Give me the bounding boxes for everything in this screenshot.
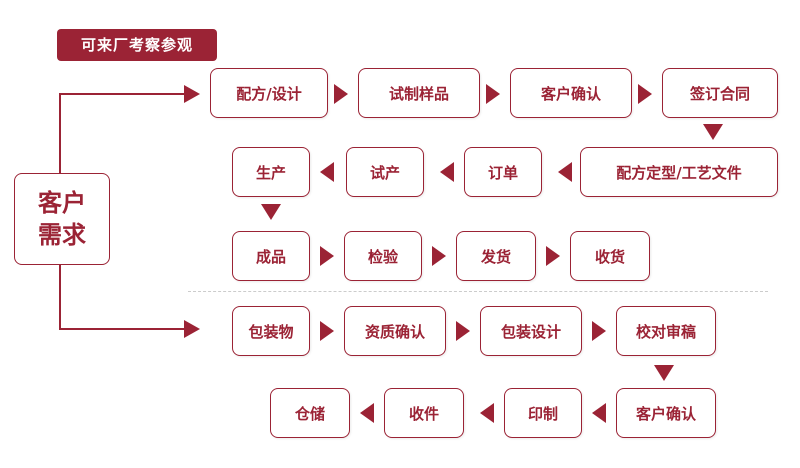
section-separator: [188, 291, 768, 292]
arrow-down-icon: [703, 124, 723, 140]
step-receive-items: 收件: [384, 388, 464, 438]
arrow-left-icon: [480, 403, 494, 423]
arrow-down-icon: [654, 365, 674, 381]
customer-demand-line2: 需求: [38, 221, 86, 249]
arrow-left-icon: [360, 403, 374, 423]
step-customer-confirm: 客户确认: [510, 68, 632, 118]
step-production: 生产: [232, 147, 310, 197]
step-receiving: 收货: [570, 231, 650, 281]
step-printing: 印制: [504, 388, 582, 438]
step-sign-contract: 签订合同: [662, 68, 778, 118]
step-shipping: 发货: [456, 231, 536, 281]
arrow-left-icon: [440, 162, 454, 182]
connector-bottom-branch: [59, 265, 186, 330]
arrow-right-icon: [486, 84, 500, 104]
arrow-right-icon: [638, 84, 652, 104]
arrow-right-icon: [546, 246, 560, 266]
connector-top-branch: [59, 93, 186, 173]
step-inspection: 检验: [344, 231, 422, 281]
arrow-left-icon: [558, 162, 572, 182]
step-finished-product: 成品: [232, 231, 310, 281]
arrow-right-icon: [320, 246, 334, 266]
arrow-right-icon: [432, 246, 446, 266]
step-packaging-material: 包装物: [232, 306, 310, 356]
arrow-right-icon: [592, 321, 606, 341]
step-customer-confirm-2: 客户确认: [616, 388, 716, 438]
step-order: 订单: [464, 147, 542, 197]
step-warehousing: 仓储: [270, 388, 350, 438]
step-proofread-review: 校对审稿: [616, 306, 716, 356]
step-packaging-design: 包装设计: [480, 306, 582, 356]
arrow-left-icon: [320, 162, 334, 182]
arrow-right-icon: [184, 320, 200, 338]
arrow-right-icon: [320, 321, 334, 341]
visit-tag: 可来厂考察参观: [57, 29, 217, 61]
arrow-right-icon: [334, 84, 348, 104]
step-qualification-confirm: 资质确认: [344, 306, 446, 356]
customer-demand-box: 客户 需求: [14, 173, 110, 265]
arrow-left-icon: [592, 403, 606, 423]
arrow-right-icon: [184, 85, 200, 103]
arrow-right-icon: [456, 321, 470, 341]
step-formula-process-docs: 配方定型/工艺文件: [580, 147, 778, 197]
step-trial-sample: 试制样品: [358, 68, 480, 118]
step-trial-production: 试产: [346, 147, 424, 197]
arrow-down-icon: [261, 204, 281, 220]
step-formula-design: 配方/设计: [210, 68, 328, 118]
customer-demand-line1: 客户: [38, 189, 86, 217]
